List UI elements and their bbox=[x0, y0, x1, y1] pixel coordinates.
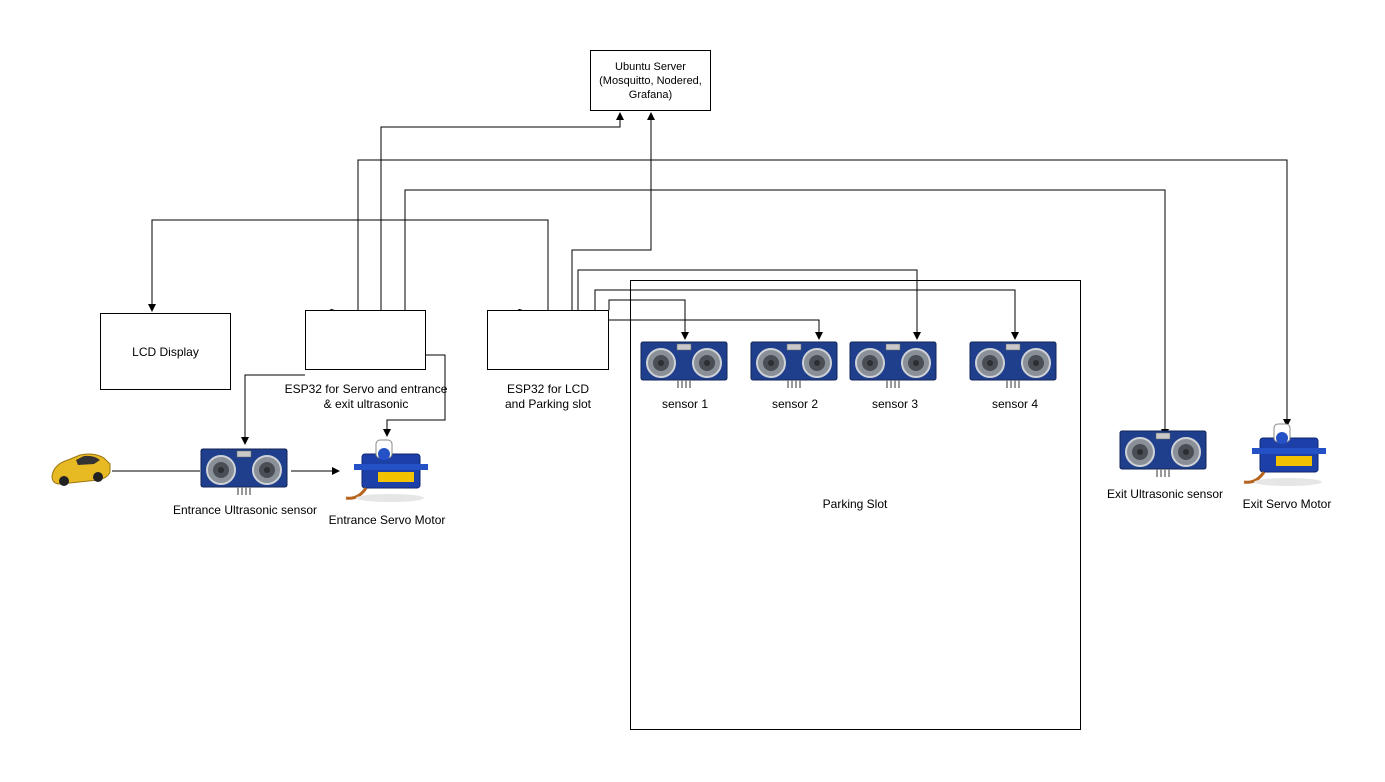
link-esp32-lcd-to-sensor-2 bbox=[609, 319, 823, 340]
lcd-display-label: LCD Display bbox=[132, 344, 199, 359]
lcd-display-box: LCD Display bbox=[100, 313, 231, 390]
link-esp32-lcd-to-lcd-display bbox=[148, 219, 549, 312]
link-esp32-lcd-to-server bbox=[571, 112, 655, 310]
sensor-label: sensor 1 bbox=[661, 397, 709, 411]
sensor-label: sensor 3 bbox=[871, 397, 919, 411]
servo-motor-icon bbox=[344, 438, 430, 504]
link-esp32-servo-to-server bbox=[380, 112, 624, 310]
entrance-servo-label: Entrance Servo Motor bbox=[328, 513, 446, 527]
esp32-servo-box bbox=[305, 310, 426, 370]
ultrasonic-sensor-icon bbox=[1119, 430, 1207, 478]
entrance-sensor-label: Entrance Ultrasonic sensor bbox=[172, 503, 318, 517]
exit-sensor-label: Exit Ultrasonic sensor bbox=[1106, 487, 1224, 501]
link-esp32-servo-to-entrance-sensor bbox=[241, 374, 305, 445]
ubuntu-server-label: Ubuntu Server (Mosquitto, Nodered, Grafa… bbox=[599, 60, 702, 101]
parking-slot-label: Parking Slot bbox=[822, 497, 888, 511]
exit-servo-label: Exit Servo Motor bbox=[1242, 497, 1332, 511]
link-esp32-servo-to-exit-sensor bbox=[404, 189, 1169, 437]
link-esp32-servo-to-entrance-servo bbox=[383, 354, 446, 437]
sensor-label: sensor 4 bbox=[991, 397, 1039, 411]
link-esp32-lcd-to-sensor-3 bbox=[577, 269, 921, 340]
esp32-lcd-box bbox=[487, 310, 609, 370]
servo-motor-icon bbox=[1242, 422, 1328, 488]
esp32-servo-label: ESP32 for Servo and entrance & exit ultr… bbox=[284, 382, 448, 411]
parking-slot-area bbox=[630, 280, 1081, 730]
sensor-label: sensor 2 bbox=[771, 397, 819, 411]
ubuntu-server-box: Ubuntu Server (Mosquitto, Nodered, Grafa… bbox=[590, 50, 711, 111]
esp32-lcd-label: ESP32 for LCD and Parking slot bbox=[504, 382, 592, 411]
connection-lines bbox=[112, 112, 1291, 475]
car-icon bbox=[51, 453, 111, 486]
link-esp32-servo-to-exit-servo bbox=[357, 159, 1291, 427]
link-esp32-lcd-to-sensor-4 bbox=[594, 289, 1019, 340]
ultrasonic-sensor-icon bbox=[200, 448, 288, 496]
